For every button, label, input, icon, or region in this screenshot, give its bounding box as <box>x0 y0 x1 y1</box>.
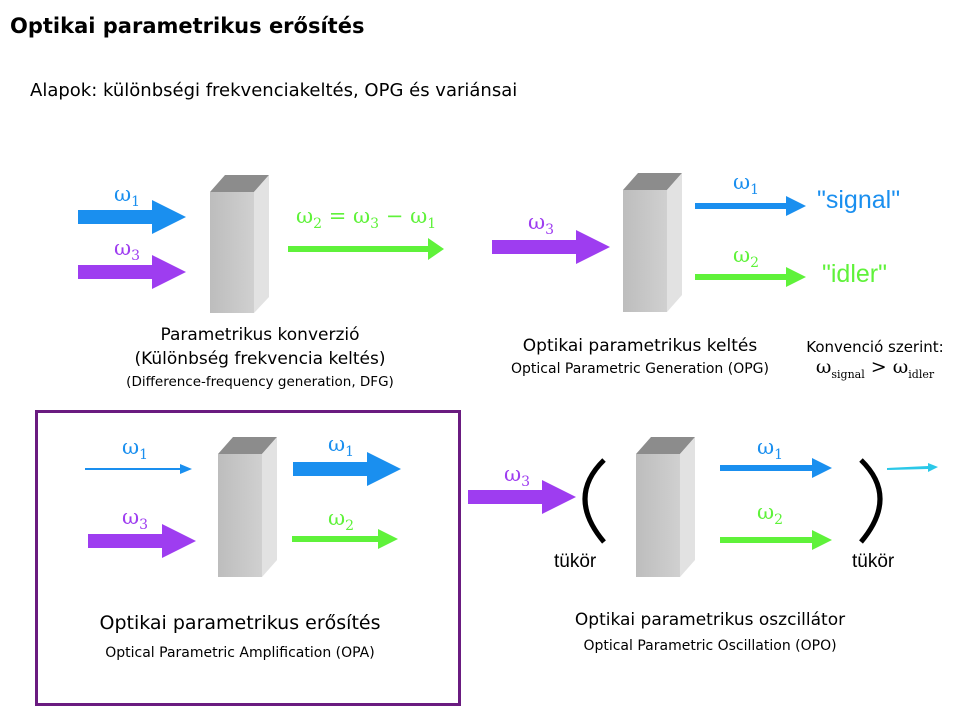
dfg-caption-line3: (Difference-frequency generation, DFG) <box>126 374 394 390</box>
label-opg-omega2: ω2 <box>733 243 760 272</box>
label-opa-omega1-in: ω1 <box>122 435 149 464</box>
page-title: Optikai parametrikus erősítés <box>10 14 365 38</box>
arrow-opo-omega2 <box>720 530 832 550</box>
label-opa-omega2: ω2 <box>328 506 355 535</box>
mirror-right <box>859 458 883 544</box>
label-dfg-omega3: ω3 <box>114 236 141 265</box>
opg-caption-line1: Optikai parametrikus keltés <box>522 336 758 356</box>
dfg-caption-line2: (Különbség frekvencia keltés) <box>134 349 386 369</box>
label-opo-omega1: ω1 <box>757 435 784 464</box>
dfg-caption: Parametrikus konverzió (Különbség frekve… <box>60 323 460 393</box>
arrow-opg-omega2 <box>695 267 806 287</box>
opo-caption: Optikai parametrikus oszcillátor Optical… <box>530 608 890 657</box>
arrow-opg-omega3 <box>492 230 610 264</box>
page-subtitle: Alapok: különbségi frekvenciakeltés, OPG… <box>30 80 518 101</box>
label-dfg-omega1: ω1 <box>114 182 141 211</box>
crystal-opg <box>623 173 682 312</box>
mirror-left-label: tükör <box>554 551 597 572</box>
opa-caption-line2: Optical Parametric Amplification (OPA) <box>105 645 375 661</box>
signal-label: "signal" <box>817 186 901 214</box>
label-opa-omega1-out: ω1 <box>328 432 355 461</box>
arrow-opa-omega1-out <box>293 452 401 486</box>
label-opg-omega3: ω3 <box>528 210 555 239</box>
convention-formula: ωsignal > ωidler <box>815 356 935 381</box>
arrow-opa-omega3 <box>88 524 196 558</box>
convention-note: Konvenció szerint: ωsignal > ωidler <box>790 338 960 381</box>
opa-caption: Optikai parametrikus erősítés Optical Pa… <box>40 610 440 664</box>
arrow-dfg-omega1 <box>78 200 186 234</box>
arrow-opa-omega2 <box>292 529 398 549</box>
mirror-left <box>582 458 606 544</box>
arrow-opo-omega3 <box>468 480 576 514</box>
crystal-opo <box>636 437 695 577</box>
opa-highlight-box <box>35 410 461 706</box>
mirror-right-label: tükör <box>852 551 895 572</box>
crystal-dfg <box>210 175 269 313</box>
arrow-opo-output <box>887 463 938 472</box>
arrow-opg-omega1 <box>695 196 806 216</box>
label-dfg-equation: ω2 = ω3 − ω1 <box>296 204 437 233</box>
label-opo-omega3: ω3 <box>504 462 531 491</box>
dfg-caption-line1: Parametrikus konverzió <box>160 325 360 345</box>
idler-label: "idler" <box>822 260 887 288</box>
opo-caption-line1: Optikai parametrikus oszcillátor <box>574 610 846 630</box>
opg-caption-line2: Optical Parametric Generation (OPG) <box>511 361 769 377</box>
arrow-opa-omega1-in <box>85 464 192 474</box>
convention-label: Konvenció szerint: <box>806 338 944 356</box>
label-opg-omega1: ω1 <box>733 170 760 199</box>
opo-caption-line2: Optical Parametric Oscillation (OPO) <box>583 638 837 654</box>
label-opa-omega3: ω3 <box>122 505 149 534</box>
opg-caption: Optikai parametrikus keltés Optical Para… <box>490 334 790 380</box>
crystal-opa <box>218 437 277 577</box>
arrow-opo-omega1 <box>720 458 832 478</box>
arrow-dfg-omega3 <box>78 255 186 289</box>
opa-caption-line1: Optikai parametrikus erősítés <box>99 612 381 634</box>
label-opo-omega2: ω2 <box>757 500 784 529</box>
arrow-dfg-omega2 <box>288 238 444 260</box>
